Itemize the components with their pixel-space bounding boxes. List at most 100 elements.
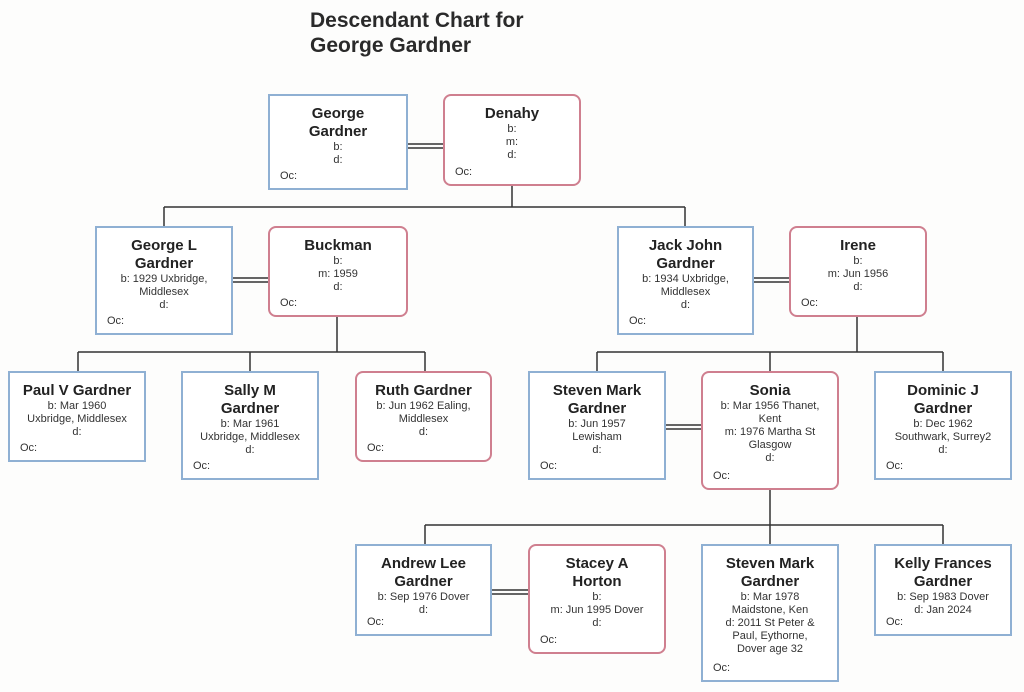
person-detail: m: Jun 1995 Dover xyxy=(550,604,644,616)
person-detail: b: Jun 1957 xyxy=(568,418,626,430)
person-detail: b: Mar 1956 Thanet, xyxy=(720,400,820,412)
person-name: Paul V Gardner xyxy=(22,382,132,399)
person-name: Gardner xyxy=(913,573,973,590)
person-name: Gardner xyxy=(134,255,194,272)
person-detail: d: xyxy=(333,154,343,166)
person-detail: d: xyxy=(418,604,429,616)
marriage-line xyxy=(666,424,701,430)
person-occupation: Oc: xyxy=(801,297,819,309)
person-detail: Uxbridge, Middlesex xyxy=(27,413,127,425)
person-detail: Paul, Eythorne, xyxy=(732,630,808,642)
person-detail: b: xyxy=(333,255,343,267)
person-detail: d: xyxy=(680,299,691,311)
person-detail: d: 2011 St Peter & xyxy=(725,617,815,629)
person-detail: d: xyxy=(333,281,343,293)
person-occupation: Oc: xyxy=(107,315,125,327)
person-name: Kelly Frances xyxy=(894,555,992,572)
person-detail: m: 1959 xyxy=(318,268,358,280)
person-name: Gardner xyxy=(740,573,800,590)
person-name: Horton xyxy=(572,573,622,590)
descent-line xyxy=(424,490,944,544)
person-occupation: Oc: xyxy=(280,297,298,309)
person-name: Gardner xyxy=(913,400,973,417)
marriage-line xyxy=(408,143,443,149)
person-detail: b: Sep 1976 Dover xyxy=(377,591,470,603)
person-occupation: Oc: xyxy=(540,460,558,472)
person-name: Jack John xyxy=(648,237,723,254)
descent-line xyxy=(596,317,944,371)
person-name: Gardner xyxy=(394,573,453,590)
person-detail: b: Mar 1960 xyxy=(47,400,107,412)
person-name: Stacey A xyxy=(565,555,629,572)
person-detail: Middlesex xyxy=(398,413,449,425)
person-detail: Dover age 32 xyxy=(736,643,804,655)
person-detail: Kent xyxy=(758,413,782,425)
person-name: Ruth Gardner xyxy=(375,382,472,399)
person-detail: d: xyxy=(853,281,863,293)
person-name: Gardner xyxy=(656,255,715,272)
chart-title-line-1: Descendant Chart for xyxy=(310,9,524,32)
person-name: Sonia xyxy=(749,382,791,399)
person-detail: Southwark, Surrey2 xyxy=(894,431,992,443)
person-detail: b: 1934 Uxbridge, xyxy=(642,273,729,285)
person-detail: m: 1976 Martha St xyxy=(724,426,816,438)
person-detail: d: xyxy=(938,444,948,456)
person-detail: b: xyxy=(592,591,602,603)
person-detail: Middlesex xyxy=(660,286,711,298)
person-detail: Middlesex xyxy=(139,286,189,298)
person-occupation: Oc: xyxy=(455,166,473,178)
person-detail: b: xyxy=(507,123,517,135)
person-occupation: Oc: xyxy=(280,170,298,182)
person-detail: d: xyxy=(592,444,602,456)
person-detail: d: xyxy=(507,149,517,161)
person-name: Irene xyxy=(840,237,876,254)
person-detail: b: Sep 1983 Dover xyxy=(897,591,989,603)
person-name: Denahy xyxy=(484,105,540,122)
person-name: George xyxy=(311,105,365,122)
person-name: Sally M xyxy=(224,382,276,399)
marriage-line xyxy=(754,277,789,283)
person-detail: m: Jun 1956 xyxy=(827,268,889,280)
person-name: Andrew Lee xyxy=(380,555,467,572)
person-name: Gardner xyxy=(567,400,627,417)
person-detail: d: xyxy=(765,452,775,464)
person-detail: b: Dec 1962 xyxy=(913,418,973,430)
person-detail: b: Jun 1962 Ealing, xyxy=(376,400,471,412)
person-detail: Glasgow xyxy=(748,439,792,451)
person-detail: d: xyxy=(245,444,255,456)
person-name: George L xyxy=(131,237,197,254)
person-detail: m: xyxy=(505,136,519,148)
person-occupation: Oc: xyxy=(193,460,211,472)
person-detail: Uxbridge, Middlesex xyxy=(200,431,300,443)
person-detail: d: xyxy=(72,426,82,438)
person-name: Steven Mark xyxy=(552,382,642,399)
person-occupation: Oc: xyxy=(367,442,385,454)
person-occupation: Oc: xyxy=(540,634,558,646)
marriage-line xyxy=(233,277,268,283)
person-occupation: Oc: xyxy=(629,315,647,327)
marriage-line xyxy=(492,589,528,595)
person-detail: Maidstone, Ken xyxy=(731,604,809,616)
descent-line xyxy=(77,317,426,371)
person-occupation: Oc: xyxy=(20,442,38,454)
person-detail: d: xyxy=(159,299,169,311)
chart-title-line-2: George Gardner xyxy=(310,34,472,57)
person-detail: b: xyxy=(853,255,863,267)
person-occupation: Oc: xyxy=(886,460,904,472)
